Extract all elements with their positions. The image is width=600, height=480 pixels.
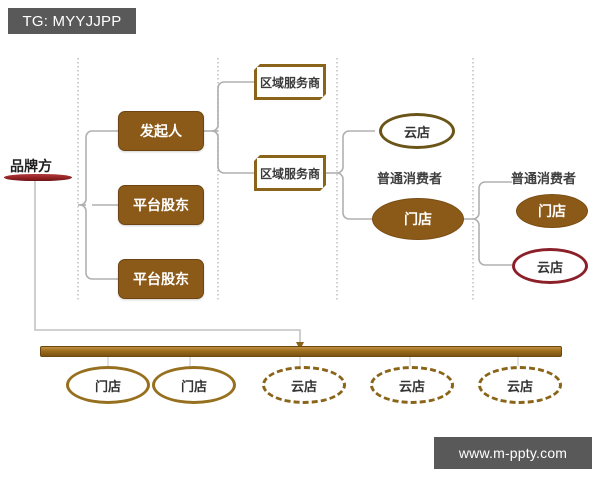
site-watermark-badge: www.m-ppty.com — [434, 437, 592, 469]
node-bottom-store-2[interactable]: 门店 — [152, 366, 236, 404]
node-regional-service-provider-2[interactable]: 区域服务商 — [254, 155, 326, 191]
node-cloud-store-tier3[interactable]: 云店 — [379, 113, 455, 149]
bracket-tier2-to-tier3 — [326, 130, 375, 220]
node-bottom-cloud-store-1[interactable]: 云店 — [262, 366, 346, 404]
node-bottom-cloud-store-2[interactable]: 云店 — [370, 366, 454, 404]
node-bottom-cloud-store-3[interactable]: 云店 — [478, 366, 562, 404]
node-store-tier3[interactable]: 门店 — [372, 198, 464, 240]
distribution-bar — [40, 346, 562, 357]
label-ordinary-consumer-tier4: 普通消费者 — [511, 171, 577, 186]
node-platform-shareholder-2[interactable]: 平台股东 — [118, 259, 204, 299]
node-platform-shareholder-1[interactable]: 平台股东 — [118, 185, 204, 225]
brand-to-bottom-connector — [34, 180, 301, 346]
node-cloud-store-tier4[interactable]: 云店 — [512, 248, 588, 284]
telegram-watermark-badge: TG: MYYJJPP — [8, 8, 136, 34]
node-store-tier4[interactable]: 门店 — [516, 194, 588, 228]
brand-bar — [4, 174, 72, 181]
node-bottom-store-1[interactable]: 门店 — [66, 366, 150, 404]
node-regional-service-provider-1[interactable]: 区域服务商 — [254, 64, 326, 100]
bracket-tier1-to-tier2 — [204, 81, 254, 174]
label-ordinary-consumer-tier3: 普通消费者 — [377, 171, 443, 186]
node-initiator[interactable]: 发起人 — [118, 111, 204, 151]
bracket-brand-to-tier1 — [78, 130, 118, 280]
bracket-tier3-to-tier4 — [464, 181, 512, 266]
brand-label: 品牌方 — [10, 158, 52, 174]
